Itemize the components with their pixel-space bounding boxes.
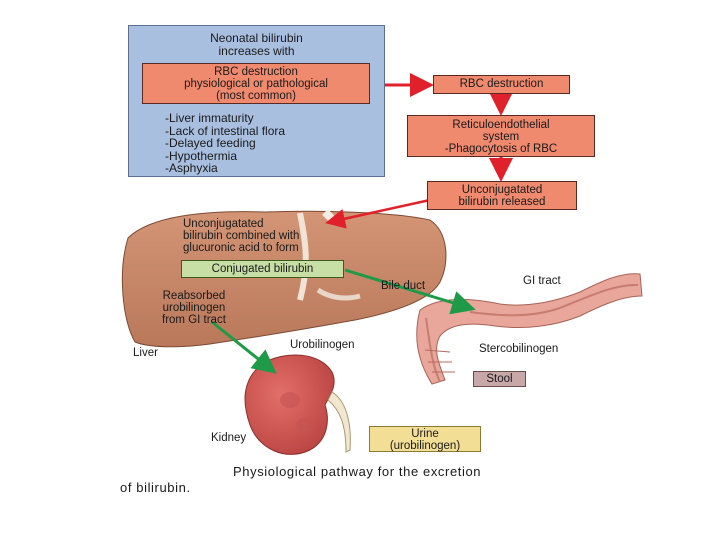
reabsorbed-text: Reabsorbed urobilinogen from GI tract <box>162 290 226 326</box>
factor-item: -Lack of intestinal flora <box>165 123 286 138</box>
factor-item: -Liver immaturity <box>165 111 254 125</box>
arrow-bile-duct <box>344 268 476 315</box>
arrow-to-kidney <box>211 320 277 374</box>
ureter-illustration <box>327 391 351 453</box>
panel-title-line2: increases with <box>218 44 295 58</box>
liver-line3: glucuronic acid to form <box>183 242 299 254</box>
urine-box: Urine (urobilinogen) <box>369 426 481 452</box>
gi-tract-label: GI tract <box>523 275 561 287</box>
liver-illustration <box>121 210 447 348</box>
liver-line1: Unconjugatated <box>183 218 264 230</box>
cause-line1: RBC destruction <box>214 66 298 78</box>
liver-label: Liver <box>133 347 158 359</box>
stool-box: Stool <box>473 371 526 387</box>
reab-line2: urobilinogen <box>162 302 226 314</box>
bile-duct-label: Bile duct <box>381 280 426 292</box>
reab-line1: Reabsorbed <box>162 290 226 302</box>
kidney-label: Kidney <box>211 432 247 444</box>
liver-conjugation-text: Unconjugatated bilirubin combined with g… <box>183 218 299 254</box>
cause-line3: (most common) <box>216 90 296 102</box>
rbc-destruction-box: RBC destruction <box>433 75 570 94</box>
factor-list: -Liver immaturity -Lack of intestinal fl… <box>165 112 285 175</box>
panel-title-line1: Neonatal bilirubin <box>210 31 303 45</box>
re-line1: Reticuloendothelial <box>452 119 550 131</box>
rbc-destruction-cause-box: RBC destruction physiological or patholo… <box>142 63 370 104</box>
panel-title: Neonatal bilirubin increases with <box>128 32 385 58</box>
stercobilinogen-label: Stercobilinogen <box>479 343 559 355</box>
urine-line2: (urobilinogen) <box>389 440 461 452</box>
factor-item: -Delayed feeding <box>165 136 256 150</box>
unconjugated-released-box: Unconjugatated bilirubin released <box>427 181 577 210</box>
cause-line2: physiological or pathological <box>184 78 328 90</box>
caption-line2: of bilirubin. <box>120 480 191 495</box>
liver-line2: bilirubin combined with <box>183 230 300 242</box>
figure-caption: Physiological pathway for the excretion … <box>120 464 481 496</box>
arrow-to-liver <box>325 198 431 229</box>
re-line3: -Phagocytosis of RBC <box>444 143 558 155</box>
unc-line1: Unconjugatated <box>461 184 543 196</box>
urine-line1: Urine <box>411 428 439 440</box>
reticuloendothelial-box: Reticuloendothelial system -Phagocytosis… <box>407 115 595 157</box>
factor-item: -Asphyxia <box>165 161 218 175</box>
conjugated-bilirubin-box: Conjugated bilirubin <box>181 260 344 278</box>
unc-line2: bilirubin released <box>458 196 546 208</box>
caption-line1: Physiological pathway for the excretion <box>233 464 482 479</box>
reab-line3: from GI tract <box>162 314 226 326</box>
urobilinogen-label: Urobilinogen <box>290 339 355 351</box>
factor-item: -Hypothermia <box>165 148 238 163</box>
re-line2: system <box>482 131 520 143</box>
